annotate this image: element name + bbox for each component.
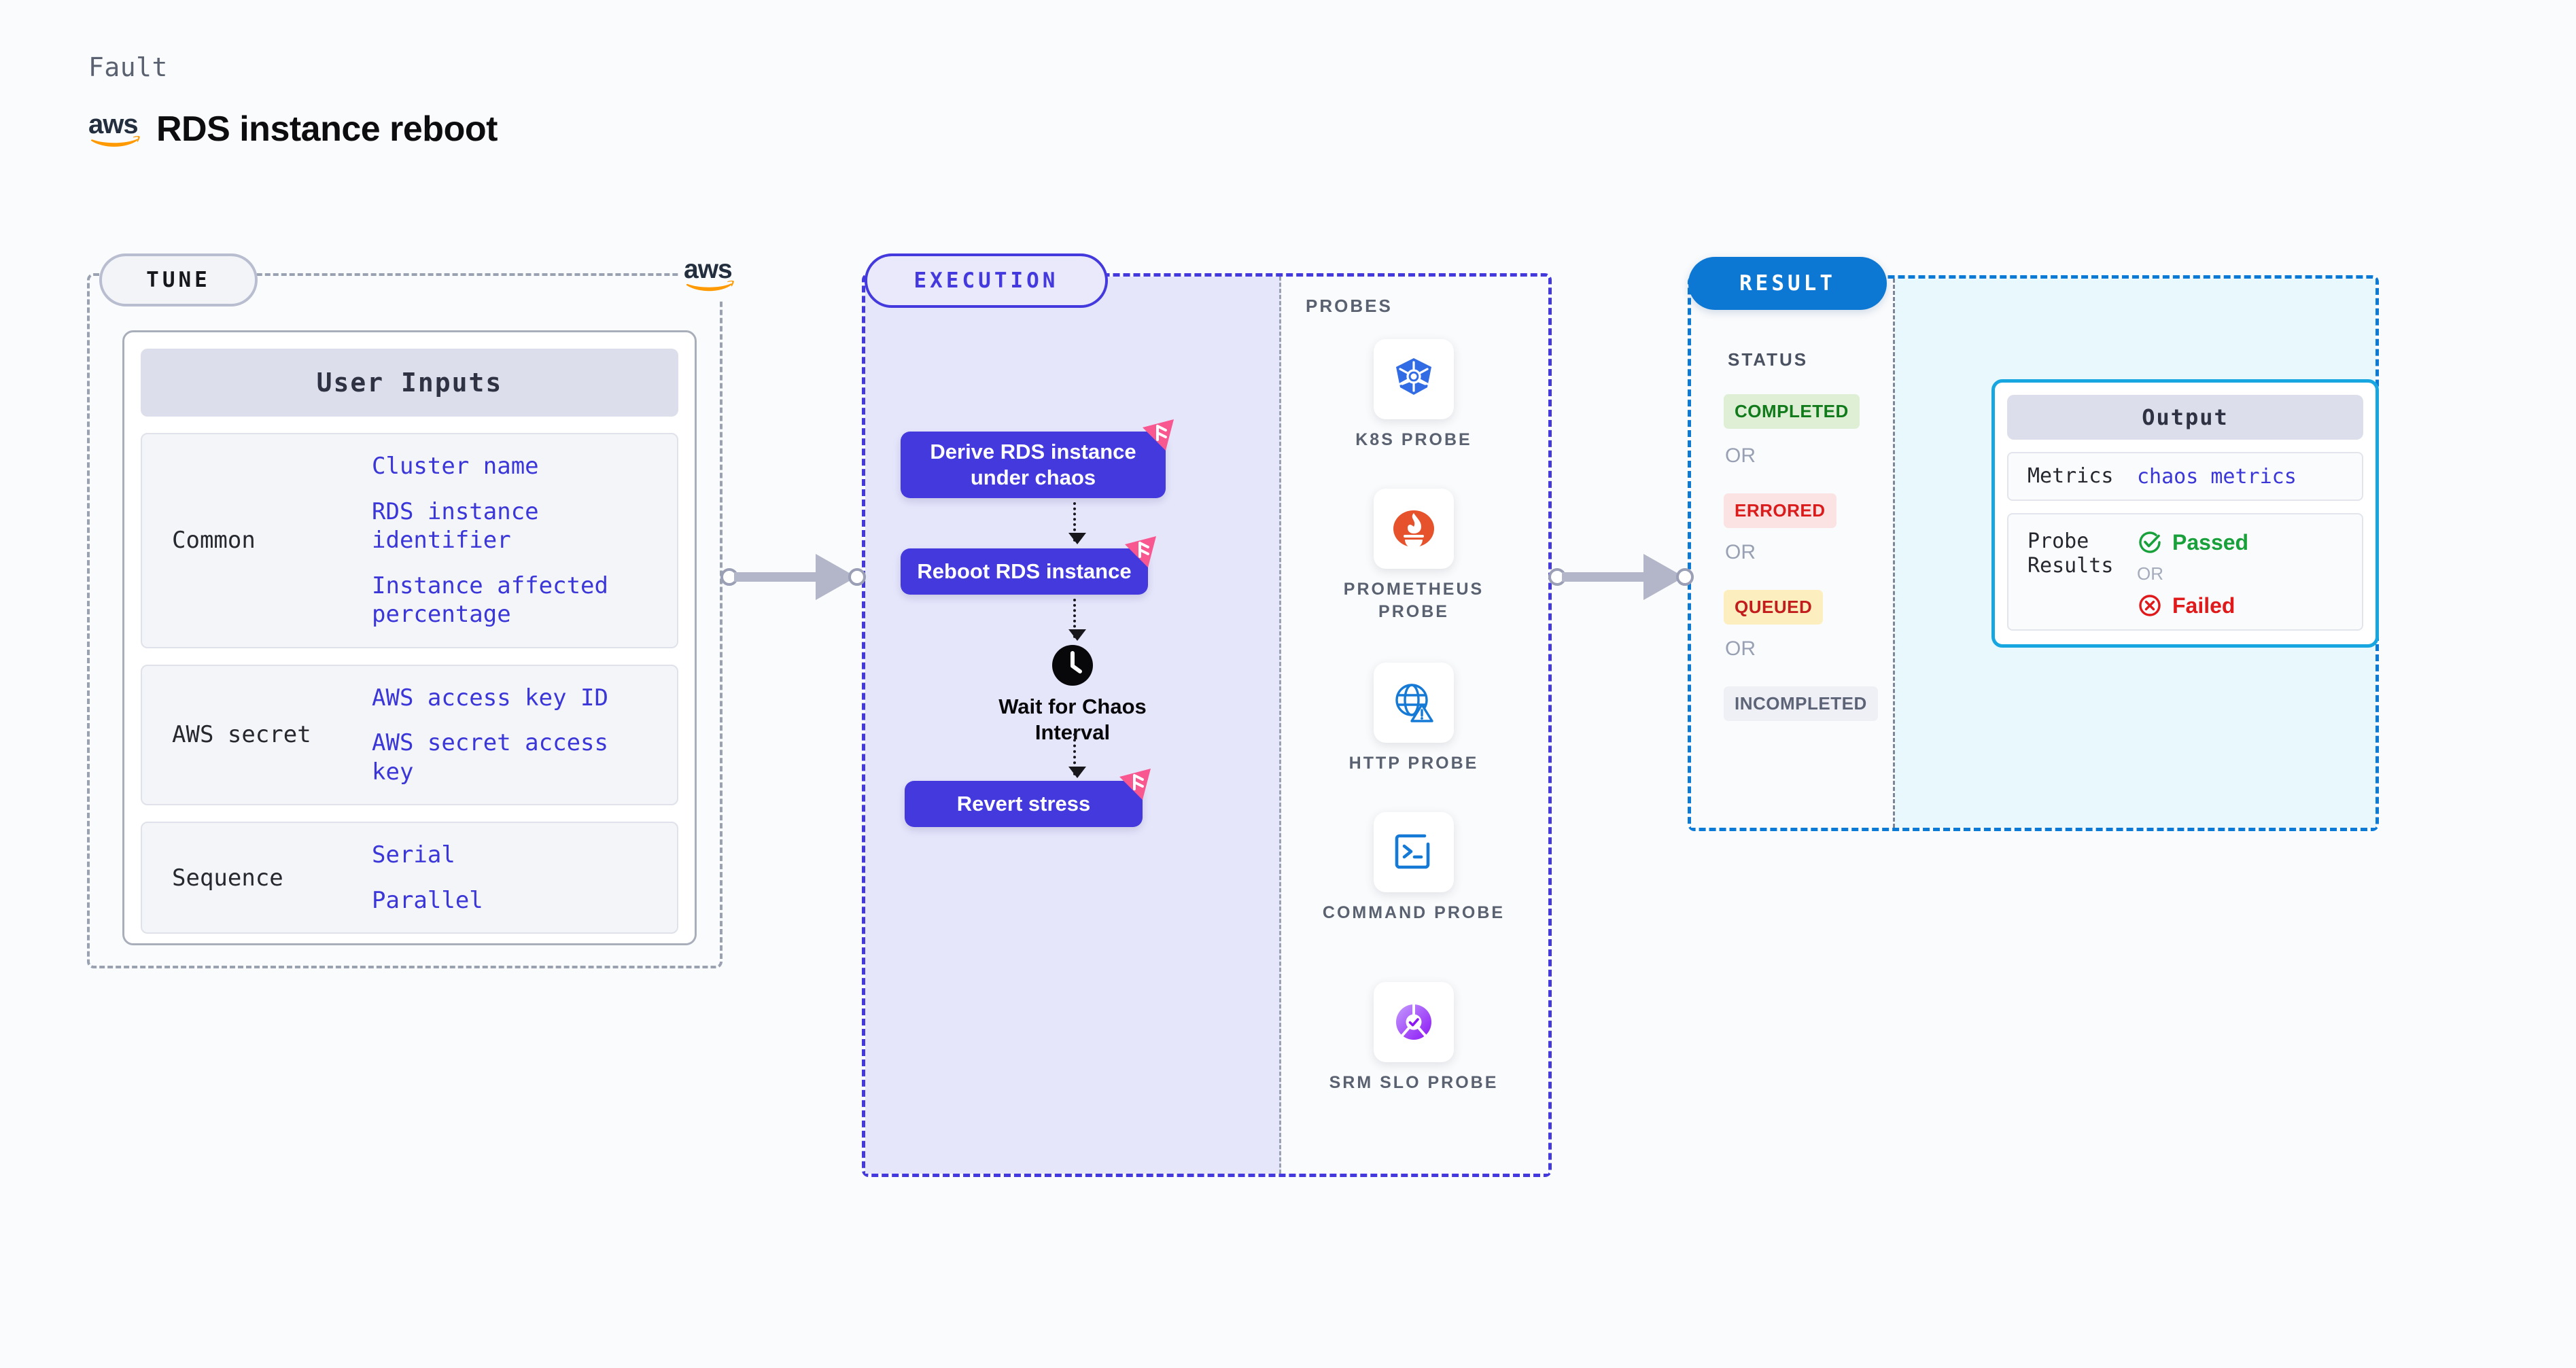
probe-tile bbox=[1374, 339, 1454, 419]
probe-srm-slo[interactable]: SRM SLO PROBE bbox=[1322, 982, 1505, 1094]
litmus-badge-icon bbox=[1125, 536, 1156, 567]
aws-corner-logo-icon: aws bbox=[680, 250, 739, 301]
probe-label: HTTP PROBE bbox=[1348, 754, 1479, 773]
probe-tile bbox=[1374, 489, 1454, 569]
connector-line bbox=[734, 572, 824, 582]
flow-connector-2 bbox=[1068, 599, 1086, 641]
input-group-common: Common Cluster name RDS instance identif… bbox=[141, 433, 678, 648]
probe-label: COMMAND PROBE bbox=[1322, 903, 1505, 922]
probe-tile bbox=[1374, 982, 1454, 1062]
probes-area: PROBES K8S PROBE bbox=[1281, 277, 1548, 1174]
probe-prometheus[interactable]: PROMETHEUS PROBE bbox=[1322, 489, 1505, 622]
output-metrics-value[interactable]: chaos metrics bbox=[2137, 464, 2297, 489]
probe-k8s[interactable]: K8S PROBE bbox=[1322, 339, 1505, 451]
connector-tune-to-execution bbox=[720, 554, 866, 600]
output-row-probe-results: Probe Results Passed OR bbox=[2007, 513, 2363, 631]
input-group-label: Sequence bbox=[172, 864, 283, 892]
srm-slo-icon bbox=[1396, 1003, 1431, 1040]
status-badge-queued: QUEUED bbox=[1724, 590, 1824, 625]
probe-result-failed: Failed bbox=[2137, 593, 2248, 618]
probe-command[interactable]: COMMAND PROBE bbox=[1322, 812, 1505, 924]
litmus-badge-icon bbox=[1143, 419, 1174, 451]
kubernetes-icon bbox=[1396, 358, 1431, 395]
input-option-serial[interactable]: Serial bbox=[372, 841, 455, 869]
execution-panel: Derive RDS instance under chaos Reboot R… bbox=[862, 273, 1552, 1177]
output-metrics-label: Metrics bbox=[2027, 464, 2114, 488]
status-or-1: OR bbox=[1725, 444, 1756, 467]
probe-tile bbox=[1374, 812, 1454, 892]
execution-flow-area: Derive RDS instance under chaos Reboot R… bbox=[865, 277, 1281, 1174]
input-group-sequence: Sequence Serial Parallel bbox=[141, 822, 678, 934]
probe-result-passed: Passed bbox=[2137, 529, 2248, 555]
svg-text:aws: aws bbox=[88, 110, 138, 139]
flow-node-reboot-rds-instance[interactable]: Reboot RDS instance bbox=[901, 536, 1156, 595]
execution-section-pill[interactable]: EXECUTION bbox=[865, 253, 1108, 308]
page-title: RDS instance reboot bbox=[156, 109, 498, 149]
probe-result-or: OR bbox=[2137, 563, 2163, 584]
result-status-column: STATUS COMPLETED OR ERRORED OR QUEUED OR… bbox=[1691, 279, 1895, 828]
aws-logo-icon: aws bbox=[88, 110, 141, 148]
flow-connector-1 bbox=[1068, 502, 1086, 544]
output-probe-results-label: Probe Results bbox=[2027, 529, 2114, 578]
flow-node-label: Derive RDS instance under chaos bbox=[930, 440, 1136, 489]
check-circle-icon bbox=[2139, 531, 2161, 553]
flow-node-label: Reboot RDS instance bbox=[917, 559, 1132, 584]
connector-end-node bbox=[1676, 568, 1694, 586]
connector-end-node bbox=[848, 568, 866, 586]
svg-text:aws: aws bbox=[684, 255, 732, 284]
input-field-aws-access-key-id[interactable]: AWS access key ID bbox=[372, 684, 608, 712]
flow-node-label: Revert stress bbox=[956, 792, 1091, 816]
output-card: Output Metrics chaos metrics Probe Resul… bbox=[1991, 379, 2379, 648]
input-group-label: AWS secret bbox=[172, 721, 311, 749]
page-title-row: aws RDS instance reboot bbox=[88, 110, 498, 148]
input-group-aws-secret: AWS secret AWS access key ID AWS secret … bbox=[141, 664, 678, 805]
status-badge-incompleted: INCOMPLETED bbox=[1724, 686, 1878, 721]
flow-connector-3 bbox=[1068, 733, 1086, 778]
status-badge-completed: COMPLETED bbox=[1724, 394, 1860, 429]
probe-tile bbox=[1374, 663, 1454, 743]
clock-icon bbox=[1052, 645, 1093, 686]
probe-label: SRM SLO PROBE bbox=[1329, 1073, 1499, 1092]
status-badge-errored: ERRORED bbox=[1724, 493, 1837, 528]
flow-node-label: Wait for Chaos Interval bbox=[998, 695, 1147, 744]
http-globe-icon bbox=[1395, 684, 1433, 722]
terminal-icon bbox=[1395, 834, 1430, 869]
probe-label: PROMETHEUS PROBE bbox=[1343, 580, 1484, 621]
input-field-aws-secret-access-key[interactable]: AWS secret access key bbox=[372, 729, 608, 786]
flow-node-wait-for-chaos-interval[interactable]: Wait for Chaos Interval bbox=[974, 644, 1171, 746]
output-row-metrics: Metrics chaos metrics bbox=[2007, 452, 2363, 501]
tune-section-pill[interactable]: TUNE bbox=[99, 253, 258, 306]
prometheus-icon bbox=[1393, 510, 1434, 548]
user-inputs-card: User Inputs Common Cluster name RDS inst… bbox=[122, 330, 697, 945]
user-inputs-title: User Inputs bbox=[141, 349, 678, 417]
input-option-parallel[interactable]: Parallel bbox=[372, 886, 483, 914]
flow-node-revert-stress[interactable]: Revert stress bbox=[905, 769, 1151, 827]
probes-title: PROBES bbox=[1306, 296, 1393, 316]
flow-node-derive-rds-instance[interactable]: Derive RDS instance under chaos bbox=[901, 419, 1174, 498]
status-or-2: OR bbox=[1725, 541, 1756, 563]
input-field-cluster-name[interactable]: Cluster name bbox=[372, 453, 539, 480]
output-card-title: Output bbox=[2007, 395, 2363, 440]
probe-result-failed-label: Failed bbox=[2172, 593, 2235, 618]
status-or-3: OR bbox=[1725, 637, 1756, 660]
page-kicker: Fault bbox=[88, 52, 168, 82]
probe-result-passed-label: Passed bbox=[2172, 529, 2249, 555]
result-section-pill[interactable]: RESULT bbox=[1688, 257, 1887, 310]
x-circle-icon bbox=[2139, 595, 2161, 616]
connector-execution-to-result bbox=[1548, 554, 1694, 600]
input-group-label: Common bbox=[172, 527, 256, 555]
probe-http[interactable]: HTTP PROBE bbox=[1322, 663, 1505, 775]
status-title: STATUS bbox=[1728, 349, 1809, 370]
connector-line bbox=[1562, 572, 1652, 582]
result-panel: STATUS COMPLETED OR ERRORED OR QUEUED OR… bbox=[1688, 275, 2379, 831]
litmus-badge-icon bbox=[1119, 769, 1151, 800]
probe-label: K8S PROBE bbox=[1355, 430, 1472, 449]
input-field-rds-instance-identifier[interactable]: RDS instance identifier bbox=[372, 497, 539, 555]
result-output-column: Output Metrics chaos metrics Probe Resul… bbox=[1895, 279, 2379, 828]
input-field-instance-affected-percentage[interactable]: Instance affected percentage bbox=[372, 572, 608, 629]
